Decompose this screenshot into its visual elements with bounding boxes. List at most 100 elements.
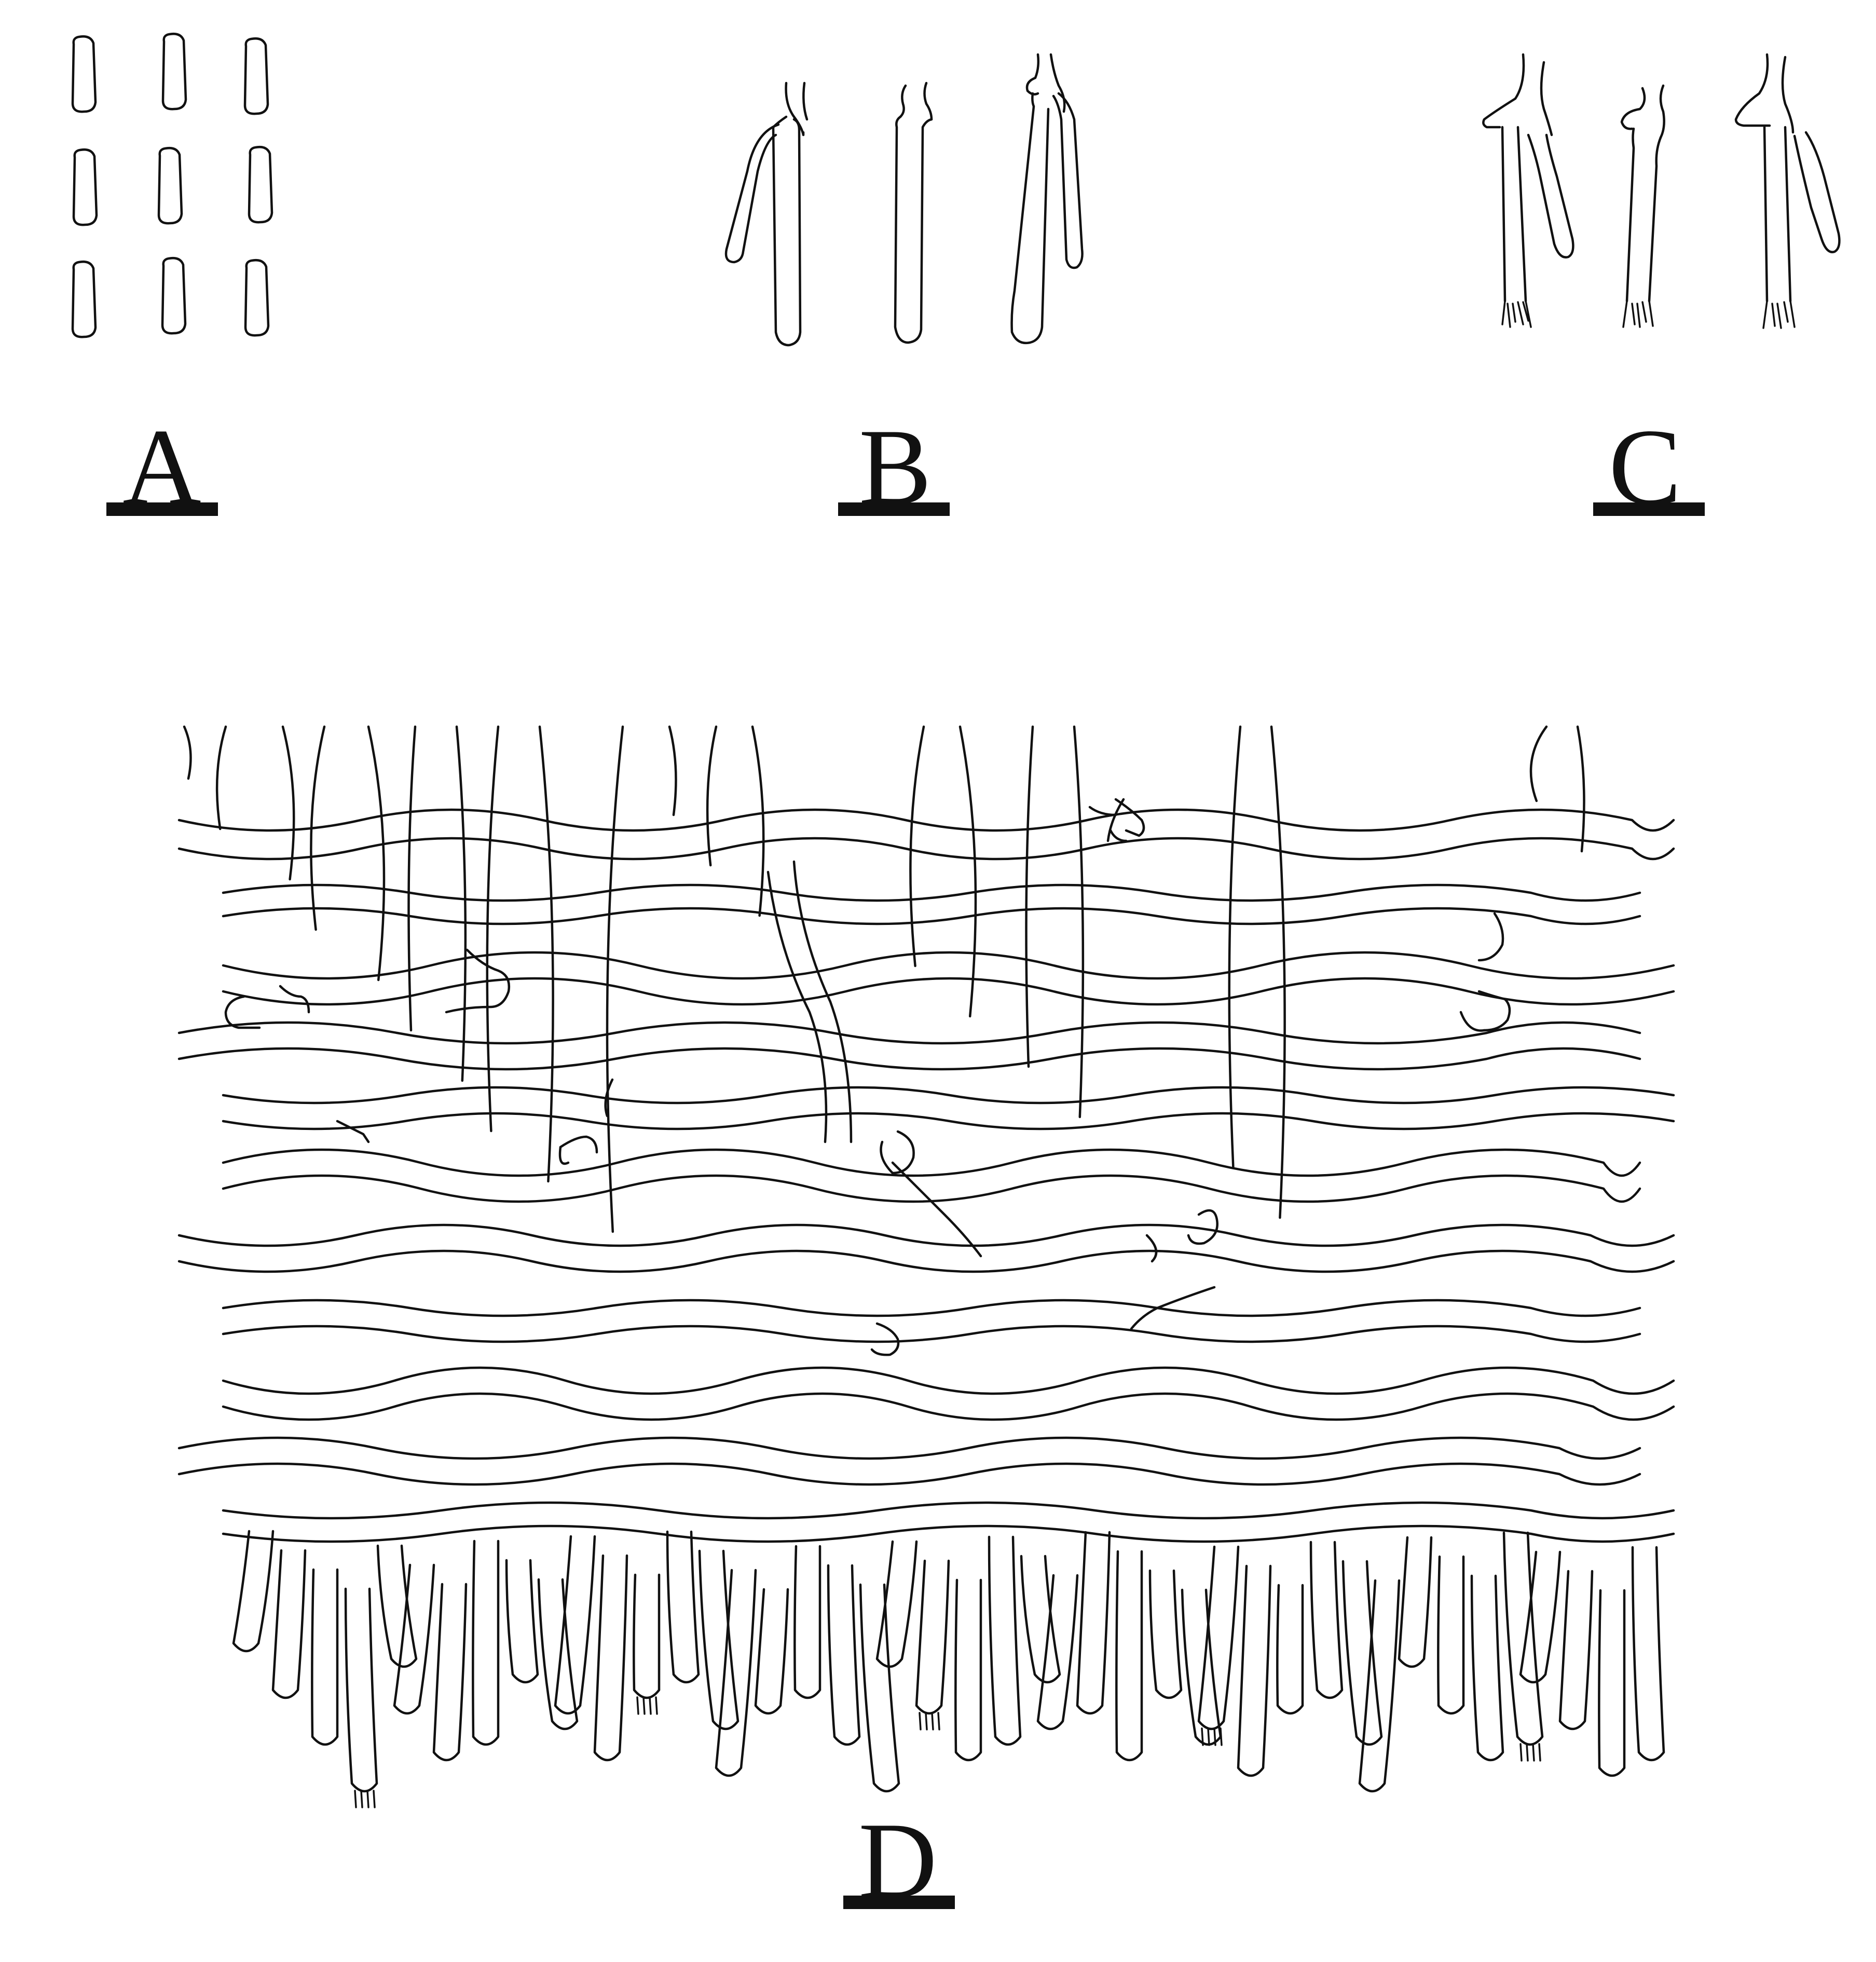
vertical-hypha	[407, 725, 417, 1032]
horizontal-hypha	[177, 837, 1675, 861]
basidium	[505, 1559, 539, 1684]
horizontal-hypha	[222, 1299, 1641, 1317]
cystidium	[1010, 53, 1084, 345]
cystidium	[1237, 1564, 1272, 1777]
vertical-hypha	[1270, 725, 1286, 1219]
scale-bar-a	[106, 502, 218, 516]
panel-d-hyphal-section	[177, 725, 1675, 1808]
vertical-hypha	[668, 725, 677, 816]
spore	[243, 37, 269, 115]
vertical-hyphae	[183, 725, 1585, 1233]
cystidium	[472, 1539, 500, 1746]
horizontal-hypha	[222, 1501, 1675, 1520]
horizontal-hypha	[222, 1112, 1675, 1130]
cystidium	[1036, 1574, 1079, 1731]
cystidium	[1558, 1570, 1594, 1731]
panel-b-cystidia	[724, 53, 1084, 347]
vertical-hypha	[455, 725, 467, 1082]
spore	[161, 257, 187, 335]
panel-c-basidia	[1482, 53, 1841, 329]
horizontal-hypha	[177, 1436, 1641, 1460]
basidium	[633, 1573, 661, 1699]
vertical-hypha	[909, 725, 925, 968]
cystidium	[666, 1530, 700, 1684]
horizontal-hypha	[222, 883, 1641, 902]
spore	[244, 259, 270, 337]
basidium	[1148, 1569, 1183, 1699]
horizontal-hypha	[177, 1021, 1641, 1045]
horizontal-hypha	[222, 1174, 1641, 1203]
spore	[157, 147, 183, 225]
sterigma	[354, 1790, 376, 1808]
scale-bar-c	[1593, 502, 1705, 516]
cystidium	[859, 1583, 900, 1793]
horizontal-hypha	[222, 1148, 1641, 1177]
basidium-sterigmata	[1762, 300, 1796, 329]
cystidium	[1309, 1541, 1344, 1699]
cystidium	[1598, 1589, 1626, 1777]
cystidium	[344, 1587, 378, 1793]
cystidium	[393, 1563, 435, 1715]
scale-bar-b	[838, 502, 950, 516]
vertical-hypha	[1073, 725, 1085, 1119]
basidium-sterigmata	[1501, 300, 1532, 328]
basidium	[875, 1540, 918, 1668]
spore	[248, 146, 273, 224]
horizontal-hypha	[177, 808, 1675, 832]
horizontal-hypha	[177, 1223, 1675, 1247]
vertical-hypha	[538, 725, 554, 1183]
horizontal-hypha	[222, 1086, 1675, 1105]
cystidium	[271, 1549, 307, 1699]
horizontal-hypha	[177, 1249, 1675, 1273]
vertical-hypha	[215, 725, 227, 830]
horizontal-hypha	[222, 1524, 1675, 1543]
cystidium	[793, 1545, 821, 1699]
spore	[161, 33, 187, 111]
basidium	[1276, 1584, 1304, 1715]
cystidium	[954, 1578, 982, 1762]
spore	[71, 35, 97, 113]
vertical-hypha	[1529, 725, 1548, 802]
vertical-hypha	[1576, 725, 1585, 853]
horizontal-hypha	[222, 907, 1641, 925]
horizontal-hypha	[222, 977, 1675, 1006]
cystidium	[537, 1578, 579, 1731]
basidium	[232, 1530, 275, 1653]
vertical-hypha	[281, 725, 295, 881]
vertical-hypha	[1025, 725, 1034, 1068]
cystidium	[1181, 1588, 1222, 1746]
vertical-hypha	[706, 725, 718, 867]
hymenium-sterigmata	[354, 1696, 1541, 1808]
vertical-hypha	[367, 725, 386, 982]
horizontal-hyphae	[177, 808, 1675, 1543]
vertical-hypha	[310, 725, 326, 931]
cystidium	[724, 81, 809, 347]
panel-a-spores	[71, 33, 273, 338]
cystidium	[593, 1554, 628, 1762]
horizontal-hypha	[222, 1325, 1641, 1343]
cystidium	[1631, 1546, 1665, 1762]
basidium	[1620, 84, 1665, 303]
cystidium	[915, 1559, 950, 1715]
horizontal-hypha	[177, 1462, 1641, 1486]
scale-bar-d	[843, 1896, 955, 1909]
basidium-sterigmata	[1622, 300, 1654, 328]
horizontal-hypha	[222, 1392, 1675, 1421]
basidium	[1519, 1550, 1562, 1684]
basidium	[1482, 53, 1574, 303]
basidium	[754, 1588, 789, 1715]
spore	[72, 148, 98, 226]
basidium	[1734, 53, 1841, 303]
branching-hyphae	[224, 798, 1511, 1356]
horizontal-hypha	[222, 1366, 1675, 1395]
horizontal-hypha	[177, 1047, 1641, 1071]
cystidium	[1197, 1545, 1240, 1731]
cystidium	[715, 1569, 757, 1777]
sterigma	[1201, 1727, 1223, 1746]
cystidium	[1502, 1531, 1544, 1746]
sterigma	[1519, 1743, 1541, 1762]
sterigma	[636, 1696, 658, 1715]
cystidium	[311, 1568, 339, 1746]
hymenium-elements	[232, 1530, 1665, 1793]
